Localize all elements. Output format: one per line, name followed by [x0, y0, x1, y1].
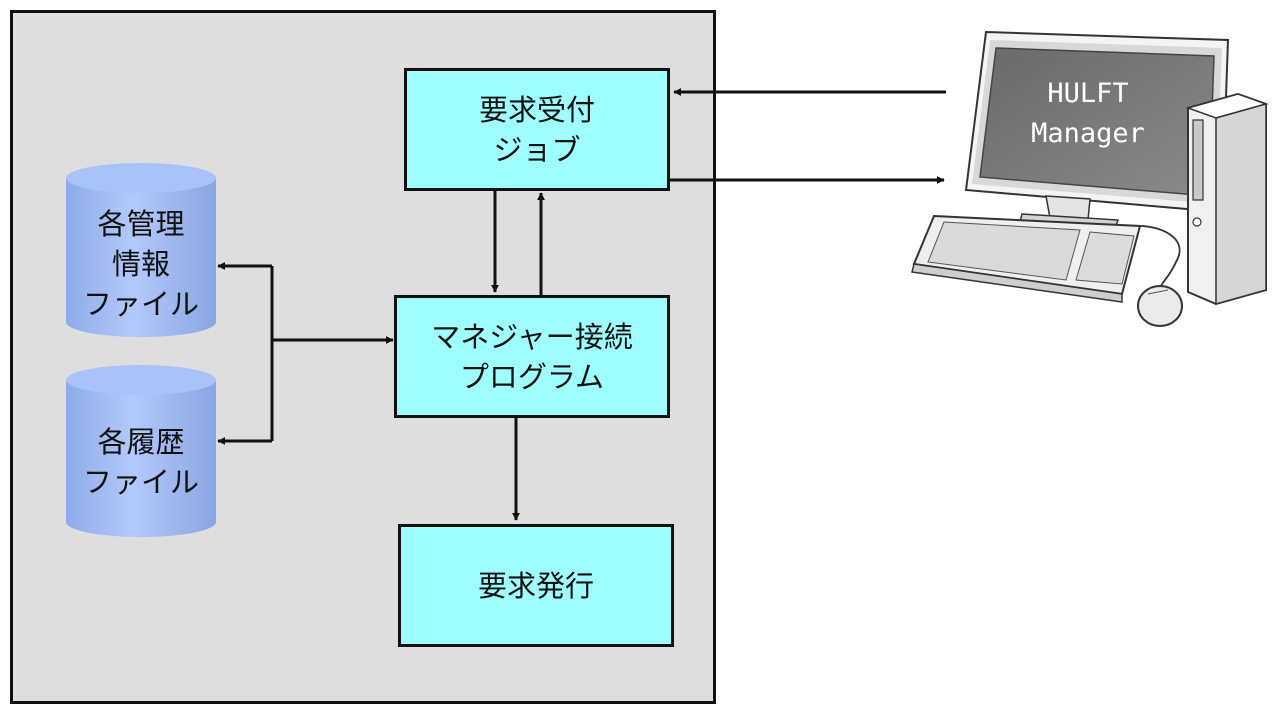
request-issue-box: 要求発行	[398, 524, 674, 647]
computer-screen-line-2: Manager	[1031, 118, 1145, 149]
manager-connect-program-line-1: マネジャー接続	[431, 319, 633, 354]
desktop-computer-icon	[911, 30, 1269, 327]
history-files-line-1: 各履歴	[97, 425, 185, 459]
management-info-files-label: 各管理 情報 ファイル	[66, 196, 216, 332]
history-files-db	[66, 365, 216, 537]
request-issue-label: 要求発行	[477, 568, 594, 603]
management-info-files-line-1: 各管理	[97, 207, 185, 241]
history-files-line-2: ファイル	[82, 465, 199, 499]
history-files-label: 各履歴 ファイル	[66, 410, 216, 514]
manager-connect-program-line-2: プログラム	[459, 359, 605, 394]
request-receive-job-box: 要求受付 ジョブ	[404, 68, 670, 191]
computer-screen-line-1: HULFT	[1047, 78, 1129, 109]
request-receive-job-line-1: 要求受付	[478, 92, 595, 127]
management-info-files-line-2: 情報	[111, 247, 170, 281]
manager-connect-program-box: マネジャー接続 プログラム	[394, 295, 670, 418]
management-info-files-db	[66, 163, 216, 337]
management-info-files-line-3: ファイル	[82, 287, 199, 321]
request-receive-job-line-2: ジョブ	[493, 132, 581, 167]
